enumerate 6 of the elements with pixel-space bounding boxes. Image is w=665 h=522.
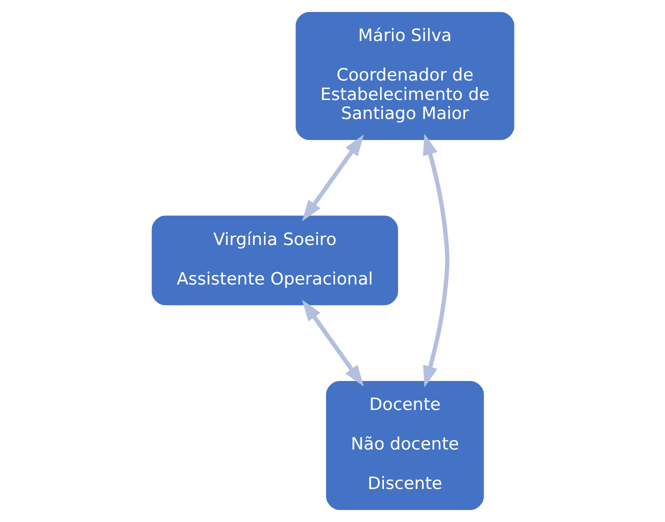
node-box: Docente Não docente Discente [326, 380, 484, 510]
arrow [302, 134, 364, 222]
arrow [301, 300, 364, 387]
arrow [422, 134, 449, 388]
node-box: Mário Silva Coordenador de Estabelecimento de Santiago Maior [295, 12, 514, 140]
node-box: Virgínia Soeiro Assistente Operacional [151, 216, 398, 306]
